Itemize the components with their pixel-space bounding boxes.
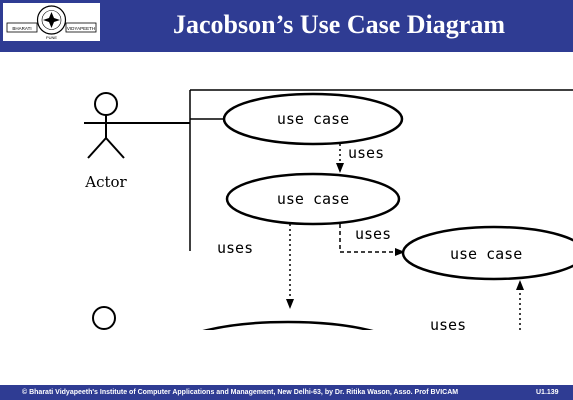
slide-footer: © Bharati Vidyapeeth's Institute of Comp… [0,385,573,400]
use-case-middle [225,172,401,226]
logo-bottom-text: PUNE [46,35,57,40]
use-case-top-label: use case [277,110,349,128]
use-case-diagram: Actor use case uses use case uses uses u… [84,89,573,330]
use-case-top [222,92,404,146]
actor-2-icon [92,306,116,330]
actor-label: Actor [84,173,127,191]
system-boundary [189,89,573,251]
institute-logo: BHARATI VIDYAPEETH PUNE [3,3,100,41]
slide-header: BHARATI VIDYAPEETH PUNE Jacobson’s Use C… [0,0,573,50]
uses-arrow-2 [339,224,405,256]
slide-number: U1.139 [536,389,559,396]
logo-left-text: BHARATI [12,26,31,31]
footer-credit: © Bharati Vidyapeeth's Institute of Comp… [22,389,459,396]
actor-icon [84,92,190,159]
header-divider [0,50,573,52]
slide-title: Jacobson’s Use Case Diagram [173,10,505,39]
logo-right-text: VIDYAPEETH [67,26,95,31]
uses-label-4: uses [430,316,466,330]
uses-label-2: uses [355,225,391,243]
uses-label-3: uses [217,239,253,257]
logo-emblem: BHARATI VIDYAPEETH PUNE [6,5,97,40]
use-case-middle-label: use case [277,190,349,208]
use-case-right-label: use case [450,245,522,263]
use-case-bottom [202,320,374,330]
uses-label-1: uses [348,144,384,162]
use-case-right [401,225,573,281]
